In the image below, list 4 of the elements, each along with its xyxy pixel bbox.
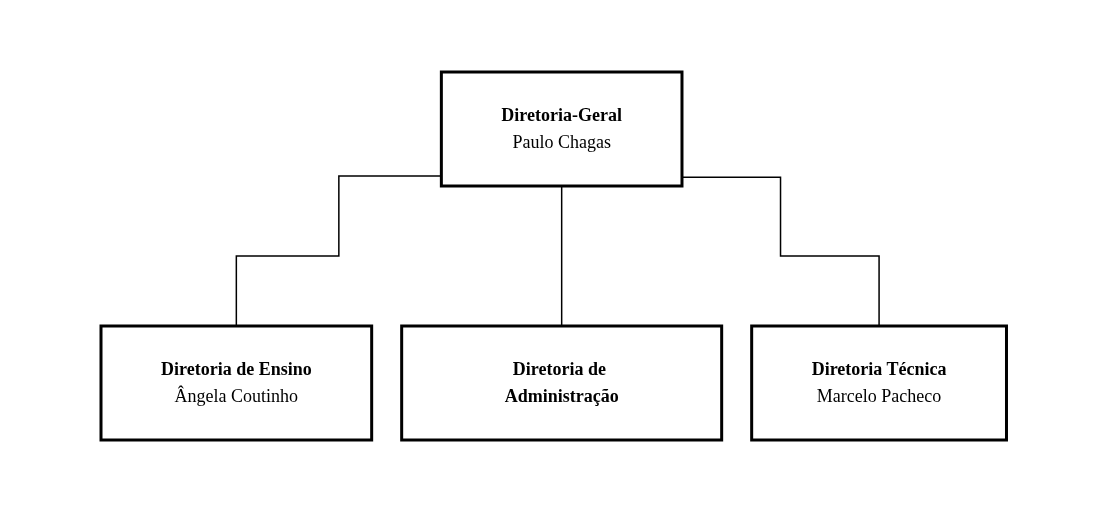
node-box: Diretoria-Geral Paulo Chagas: [440, 70, 684, 188]
node-box: Diretoria de Administração: [400, 324, 724, 442]
node-box: Diretoria Técnica Marcelo Pacheco: [750, 324, 1009, 442]
node-box: Diretoria de Ensino Ângela Coutinho: [99, 324, 374, 442]
